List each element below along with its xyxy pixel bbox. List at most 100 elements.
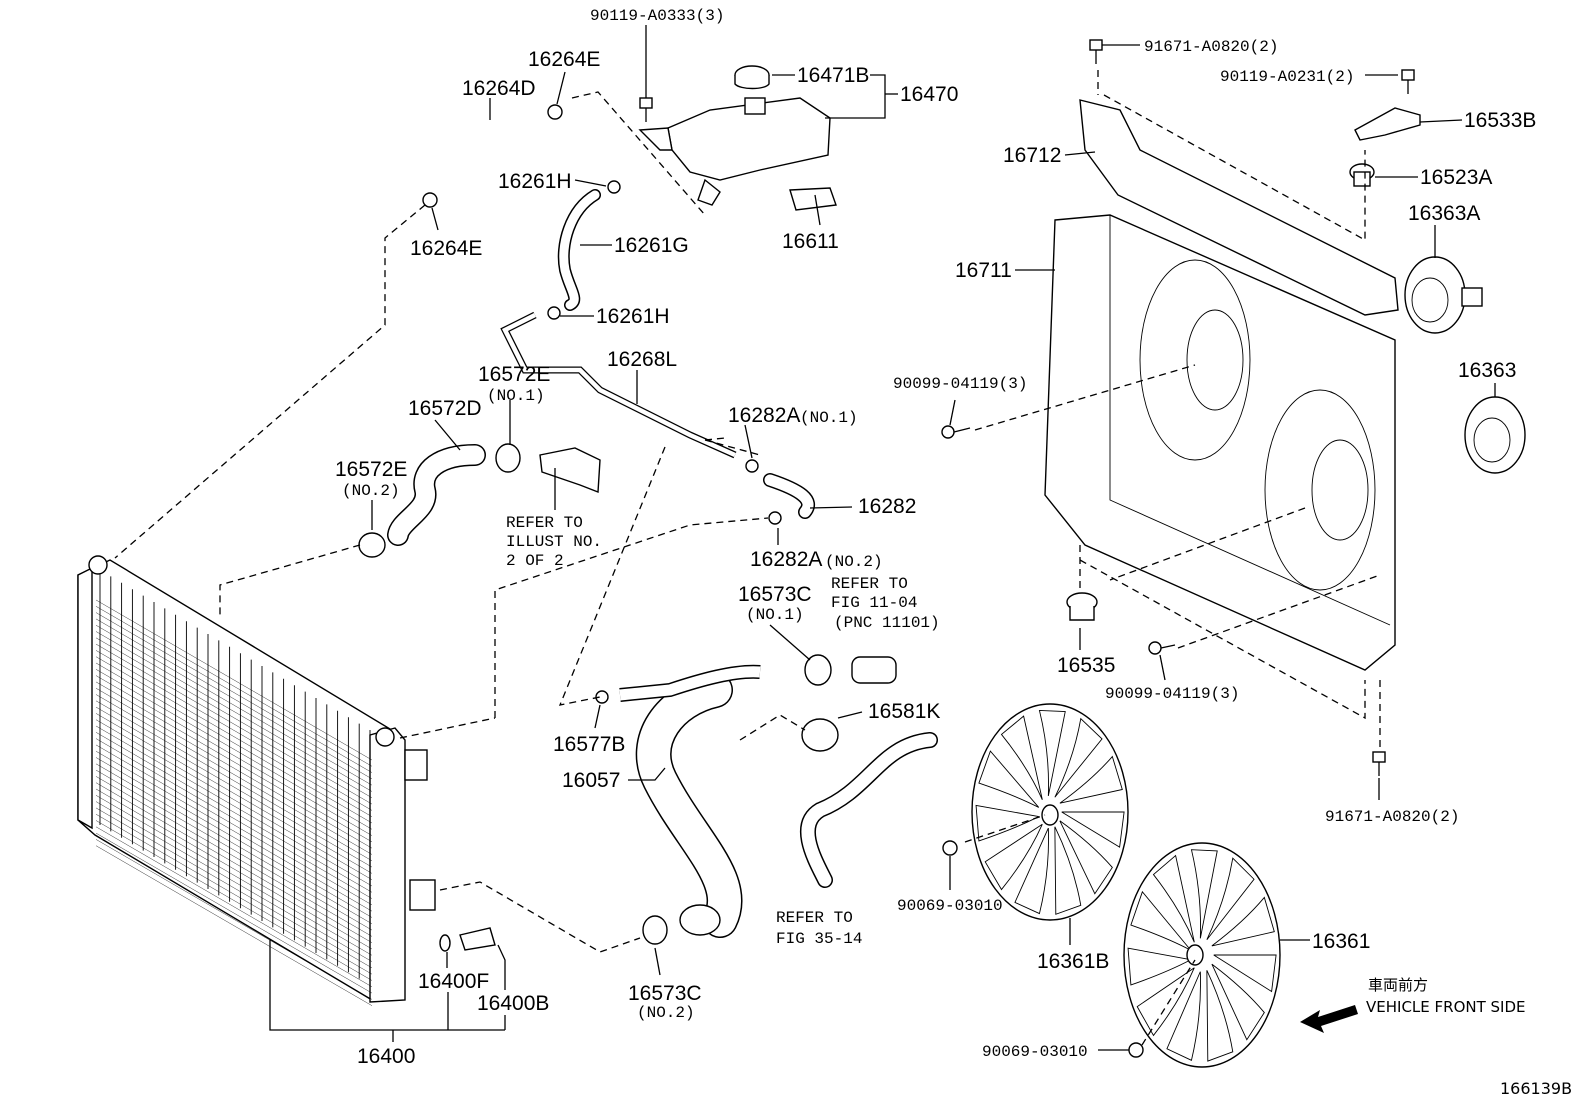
- label-16268L: 16268L: [607, 348, 677, 371]
- clip-16264E-bottom[interactable]: [422, 192, 438, 208]
- label-16264E-bottom: 16264E: [410, 237, 482, 260]
- label-16573C-no1: 16573C: [738, 583, 812, 606]
- clip-16261H-top[interactable]: [607, 180, 621, 194]
- o-ring-16400F[interactable]: [439, 934, 451, 952]
- label-90119-A0333: 90119-A0333(3): [590, 7, 724, 25]
- pipe-16268L[interactable]: [500, 311, 737, 459]
- label-90099-04119-top: 90099-04119(3): [893, 375, 1027, 393]
- label-16572E-no1: 16572E: [478, 363, 550, 386]
- bolt-90099-04119-top[interactable]: [941, 425, 971, 439]
- note-refer-illust-line1: REFER TO: [506, 514, 583, 532]
- clip-16264E-top[interactable]: [547, 104, 563, 120]
- label-16282: 16282: [858, 495, 916, 518]
- clamp-16573C-no1[interactable]: [804, 654, 832, 686]
- nut-90069-03010-a[interactable]: [942, 840, 958, 856]
- label-90069-03010-a: 90069-03010: [897, 897, 1003, 915]
- outlet-fitting[interactable]: [539, 447, 601, 493]
- clamp-16572E-no1[interactable]: [495, 443, 521, 473]
- label-16282A-no2: 16282A: [750, 548, 822, 571]
- label-91671-A0820-top: 91671-A0820(2): [1144, 38, 1278, 56]
- bracket-16712[interactable]: [1079, 99, 1399, 316]
- cap-16471B[interactable]: [734, 65, 770, 90]
- fan-motor-16363[interactable]: [1464, 396, 1526, 474]
- grommet-16535[interactable]: [1066, 592, 1098, 621]
- fan-motor-16363A[interactable]: [1404, 256, 1483, 334]
- clamp-16581K[interactable]: [801, 718, 839, 752]
- label-16471B: 16471B: [797, 64, 869, 87]
- fan-16361[interactable]: [1123, 842, 1281, 1068]
- label-16400: 16400: [357, 1045, 415, 1068]
- bracket-16533B[interactable]: [1354, 107, 1421, 141]
- label-16711: 16711: [955, 259, 1012, 282]
- part-labels: 90119-A0333(3) 16264E 16264D 16471B 1647…: [335, 7, 1536, 1068]
- label-16611: 16611: [782, 230, 839, 253]
- bolt-90119-A0231[interactable]: [1401, 69, 1415, 94]
- note-no2-16573C: (NO.2): [637, 1004, 695, 1022]
- note-no1-16282A: (NO.1): [800, 409, 858, 427]
- label-16282A-no1: 16282A: [728, 404, 800, 427]
- label-16400B: 16400B: [477, 992, 549, 1015]
- label-16264E-top: 16264E: [528, 48, 600, 71]
- hose-16572D[interactable]: [387, 444, 486, 546]
- label-16363A: 16363A: [1408, 202, 1480, 225]
- bolt-91671-A0820-bottom[interactable]: [1372, 751, 1386, 776]
- note-refer-fig1104-line1: REFER TO: [831, 575, 908, 593]
- clip-16577B[interactable]: [595, 690, 609, 704]
- fan-16361B[interactable]: [971, 703, 1129, 921]
- label-90069-03010-b: 90069-03010: [982, 1043, 1088, 1061]
- bolt-90099-04119-bottom[interactable]: [1148, 641, 1176, 655]
- clip-16261H-bottom[interactable]: [547, 306, 561, 320]
- label-16363: 16363: [1458, 359, 1516, 382]
- note-no1-16573C: (NO.1): [746, 606, 804, 624]
- label-16572E-no2: 16572E: [335, 458, 407, 481]
- label-16361: 16361: [1312, 930, 1370, 953]
- label-90099-04119-bottom: 90099-04119(3): [1105, 685, 1239, 703]
- label-16261G: 16261G: [614, 234, 689, 257]
- drain-plug-16400B[interactable]: [459, 927, 496, 951]
- label-16577B: 16577B: [553, 733, 625, 756]
- label-16523A: 16523A: [1420, 166, 1492, 189]
- hose-16264D[interactable]: [436, 114, 539, 189]
- vehicle-front-label-jp: 車両前方: [1368, 976, 1428, 994]
- label-91671-A0820-bottom: 91671-A0820(2): [1325, 808, 1459, 826]
- grommet-16523A[interactable]: [1349, 163, 1375, 187]
- label-16261H-top: 16261H: [498, 170, 572, 193]
- vehicle-front-label-en: VEHICLE FRONT SIDE: [1366, 998, 1526, 1016]
- note-refer-fig1104-line3: (PNC 11101): [834, 614, 940, 632]
- note-refer-fig3514-line2: FIG 35-14: [776, 930, 862, 948]
- bolt-90119-A0333[interactable]: [639, 97, 653, 122]
- hose-fig-35-14[interactable]: [800, 732, 938, 888]
- pipe-fig-11-04[interactable]: [851, 656, 897, 684]
- note-no1-16572E: (NO.1): [487, 387, 545, 405]
- reservoir-tank-16470[interactable]: [638, 97, 837, 211]
- hose-16282[interactable]: [763, 473, 815, 519]
- alignment-lines: [114, 70, 1381, 1046]
- label-16264D: 16264D: [462, 77, 536, 100]
- clip-16282A-no1[interactable]: [745, 459, 759, 473]
- label-16712: 16712: [1003, 144, 1061, 167]
- label-16572D: 16572D: [408, 397, 482, 420]
- vehicle-front-arrow-icon: [1300, 1005, 1358, 1033]
- label-16573C-no2: 16573C: [628, 982, 702, 1005]
- label-16533B: 16533B: [1464, 109, 1536, 132]
- note-no2-16572E: (NO.2): [342, 482, 400, 500]
- note-no2-16282A: (NO.2): [825, 553, 883, 571]
- fan-shroud-16711[interactable]: [1044, 214, 1396, 671]
- nut-90069-03010-b[interactable]: [1128, 1042, 1144, 1058]
- hose-16057[interactable]: [619, 664, 761, 938]
- label-16361B: 16361B: [1037, 950, 1109, 973]
- note-refer-illust-line3: 2 OF 2: [506, 552, 564, 570]
- hose-16261G[interactable]: [557, 189, 601, 311]
- label-16581K: 16581K: [868, 700, 940, 723]
- label-16261H-bottom: 16261H: [596, 305, 670, 328]
- note-refer-fig1104-line2: FIG 11-04: [831, 594, 917, 612]
- label-16400F: 16400F: [418, 970, 489, 993]
- clip-16282A-no2[interactable]: [768, 511, 782, 525]
- radiator-assembly[interactable]: [77, 555, 436, 1006]
- clamp-16573C-no2[interactable]: [642, 915, 668, 945]
- note-refer-fig3514-line1: REFER TO: [776, 909, 853, 927]
- clamp-16572E-no2[interactable]: [358, 532, 386, 558]
- bolt-91671-A0820-top[interactable]: [1089, 39, 1103, 64]
- label-16470: 16470: [900, 83, 958, 106]
